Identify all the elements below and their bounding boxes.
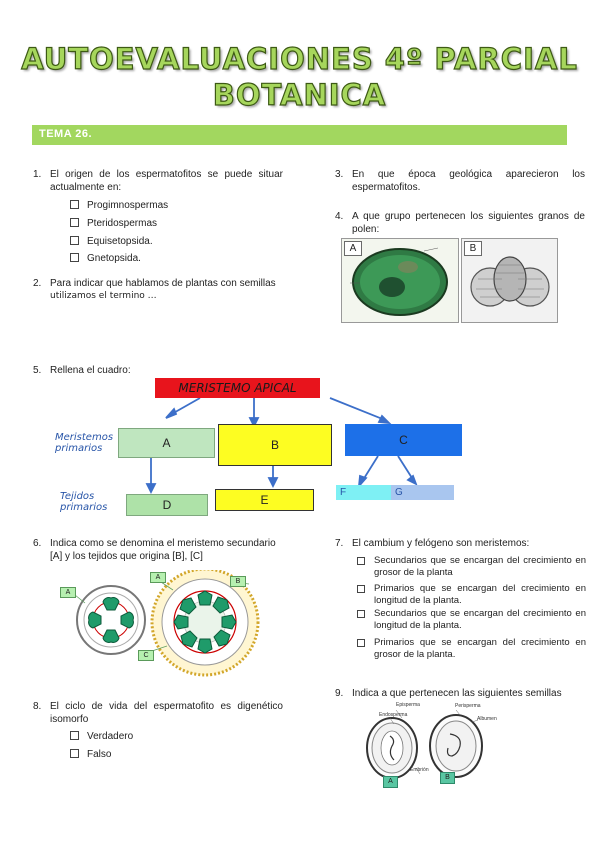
question-text: Para indicar que hablamos de plantas con…: [50, 278, 276, 289]
question-3: 3. En que época geológica aparecieron lo…: [335, 168, 586, 198]
diagram-box-e: E: [215, 489, 314, 511]
section-band: TEMA 26.: [32, 125, 567, 145]
question-number: 7.: [335, 538, 344, 549]
question-7-option-3[interactable]: Secundarios que se encargan del crecimie…: [357, 608, 587, 634]
stem-label-a-right: A: [150, 572, 166, 583]
page-title-line2: BOTANICA: [212, 77, 387, 112]
seed-label-episperma: Episperma: [396, 702, 420, 708]
question-text: El origen de los espermatofitos se puede…: [50, 169, 283, 193]
question-8-option-1[interactable]: Verdadero: [70, 730, 133, 743]
checkbox-icon[interactable]: [70, 749, 79, 758]
question-text: A que grupo pertenecen los siguientes gr…: [352, 211, 585, 235]
question-2: 2. Para indicar que hablamos de plantas …: [33, 277, 283, 307]
question-number: 2.: [33, 278, 42, 289]
question-7: 7. El cambium y felógeno son meristemos:: [335, 537, 586, 551]
label-box-b: B: [464, 241, 482, 256]
seed-illustrations: [366, 709, 483, 779]
diagram-box-c: C: [345, 424, 462, 456]
question-1-option-2[interactable]: Pteridospermas: [70, 217, 157, 230]
diagram-box-d: D: [126, 494, 208, 516]
stem-label-c: C: [138, 650, 154, 661]
question-text-continued: utilizamos el termino …: [50, 291, 157, 301]
stem-cross-sections: [74, 570, 260, 677]
pollen-image-b: B: [461, 238, 558, 323]
diagram-row2-label: Tejidos primarios: [60, 491, 108, 513]
question-text: El cambium y felógeno son meristemos:: [352, 538, 530, 549]
question-1-option-3[interactable]: Equisetopsida.: [70, 235, 153, 248]
seed-label-embrion: Embrión: [410, 767, 429, 773]
section-title: TEMA 26.: [39, 128, 93, 140]
diagram-row1-label: Meristemos primarios: [55, 432, 114, 454]
stem-label-b: B: [230, 576, 246, 587]
diagram-box-g: G: [391, 485, 454, 500]
question-1: 1. El origen de los espermatofitos se pu…: [33, 168, 283, 198]
pollen-a-drawing: [350, 247, 448, 316]
seed-label-albumen: Albumen: [477, 716, 497, 722]
question-7-option-1[interactable]: Secundarios que se encargan del crecimie…: [357, 555, 587, 581]
question-5: 5. Rellena el cuadro:: [33, 364, 233, 378]
page-title-line1: AUTOEVALUACIONES 4º PARCIAL: [21, 41, 578, 76]
checkbox-icon[interactable]: [70, 731, 79, 740]
question-number: 9.: [335, 688, 344, 699]
checkbox-icon[interactable]: [70, 200, 79, 209]
pollen-image-a: A: [341, 238, 459, 323]
seed-label-box-a: A: [383, 776, 398, 788]
checkbox-icon[interactable]: [357, 557, 365, 565]
checkbox-icon[interactable]: [357, 639, 365, 647]
question-number: 5.: [33, 365, 42, 376]
checkbox-icon[interactable]: [70, 253, 79, 262]
diagram-box-f: F: [336, 485, 391, 500]
diagram-box-b: B: [218, 424, 332, 466]
question-6: 6. Indica como se denomina el meristemo …: [33, 537, 283, 567]
question-number: 8.: [33, 701, 42, 712]
stem-label-a-left: A: [60, 587, 76, 598]
question-1-option-1[interactable]: Progimnospermas: [70, 199, 168, 212]
seed-label-perisperma: Perisperma: [455, 703, 481, 709]
question-text: Indica como se denomina el meristemo sec…: [50, 538, 276, 562]
question-number: 1.: [33, 169, 42, 180]
question-number: 6.: [33, 538, 42, 549]
checkbox-icon[interactable]: [357, 610, 365, 618]
question-text: Rellena el cuadro:: [50, 365, 131, 376]
question-text: El ciclo de vida del espermatofito es di…: [50, 701, 283, 725]
question-7-option-2[interactable]: Primarios que se encargan del crecimient…: [357, 583, 587, 609]
question-8-option-2[interactable]: Falso: [70, 748, 111, 761]
diagram-root-box: MERISTEMO APICAL: [155, 378, 320, 398]
question-8: 8. El ciclo de vida del espermatofito es…: [33, 700, 283, 730]
question-1-option-4[interactable]: Gnetopsida.: [70, 252, 141, 265]
question-9: 9. Indica a que pertenecen las siguiente…: [335, 687, 586, 701]
question-7-option-4[interactable]: Primarios que se encargan del crecimient…: [357, 637, 587, 663]
question-4: 4. A que grupo pertenecen los siguientes…: [335, 210, 586, 240]
pollen-b-drawing: [470, 256, 550, 307]
diagram-box-a: A: [118, 428, 215, 458]
checkbox-icon[interactable]: [357, 585, 365, 593]
question-number: 3.: [335, 169, 344, 180]
question-text: En que época geológica aparecieron los e…: [352, 169, 585, 193]
question-text: Indica a que pertenecen las siguientes s…: [352, 688, 562, 699]
seed-label-endosperma: Endosperma: [379, 712, 408, 718]
checkbox-icon[interactable]: [70, 218, 79, 227]
checkbox-icon[interactable]: [70, 236, 79, 245]
question-number: 4.: [335, 211, 344, 222]
label-box-a: A: [344, 241, 362, 256]
seed-label-box-b: B: [440, 772, 455, 784]
